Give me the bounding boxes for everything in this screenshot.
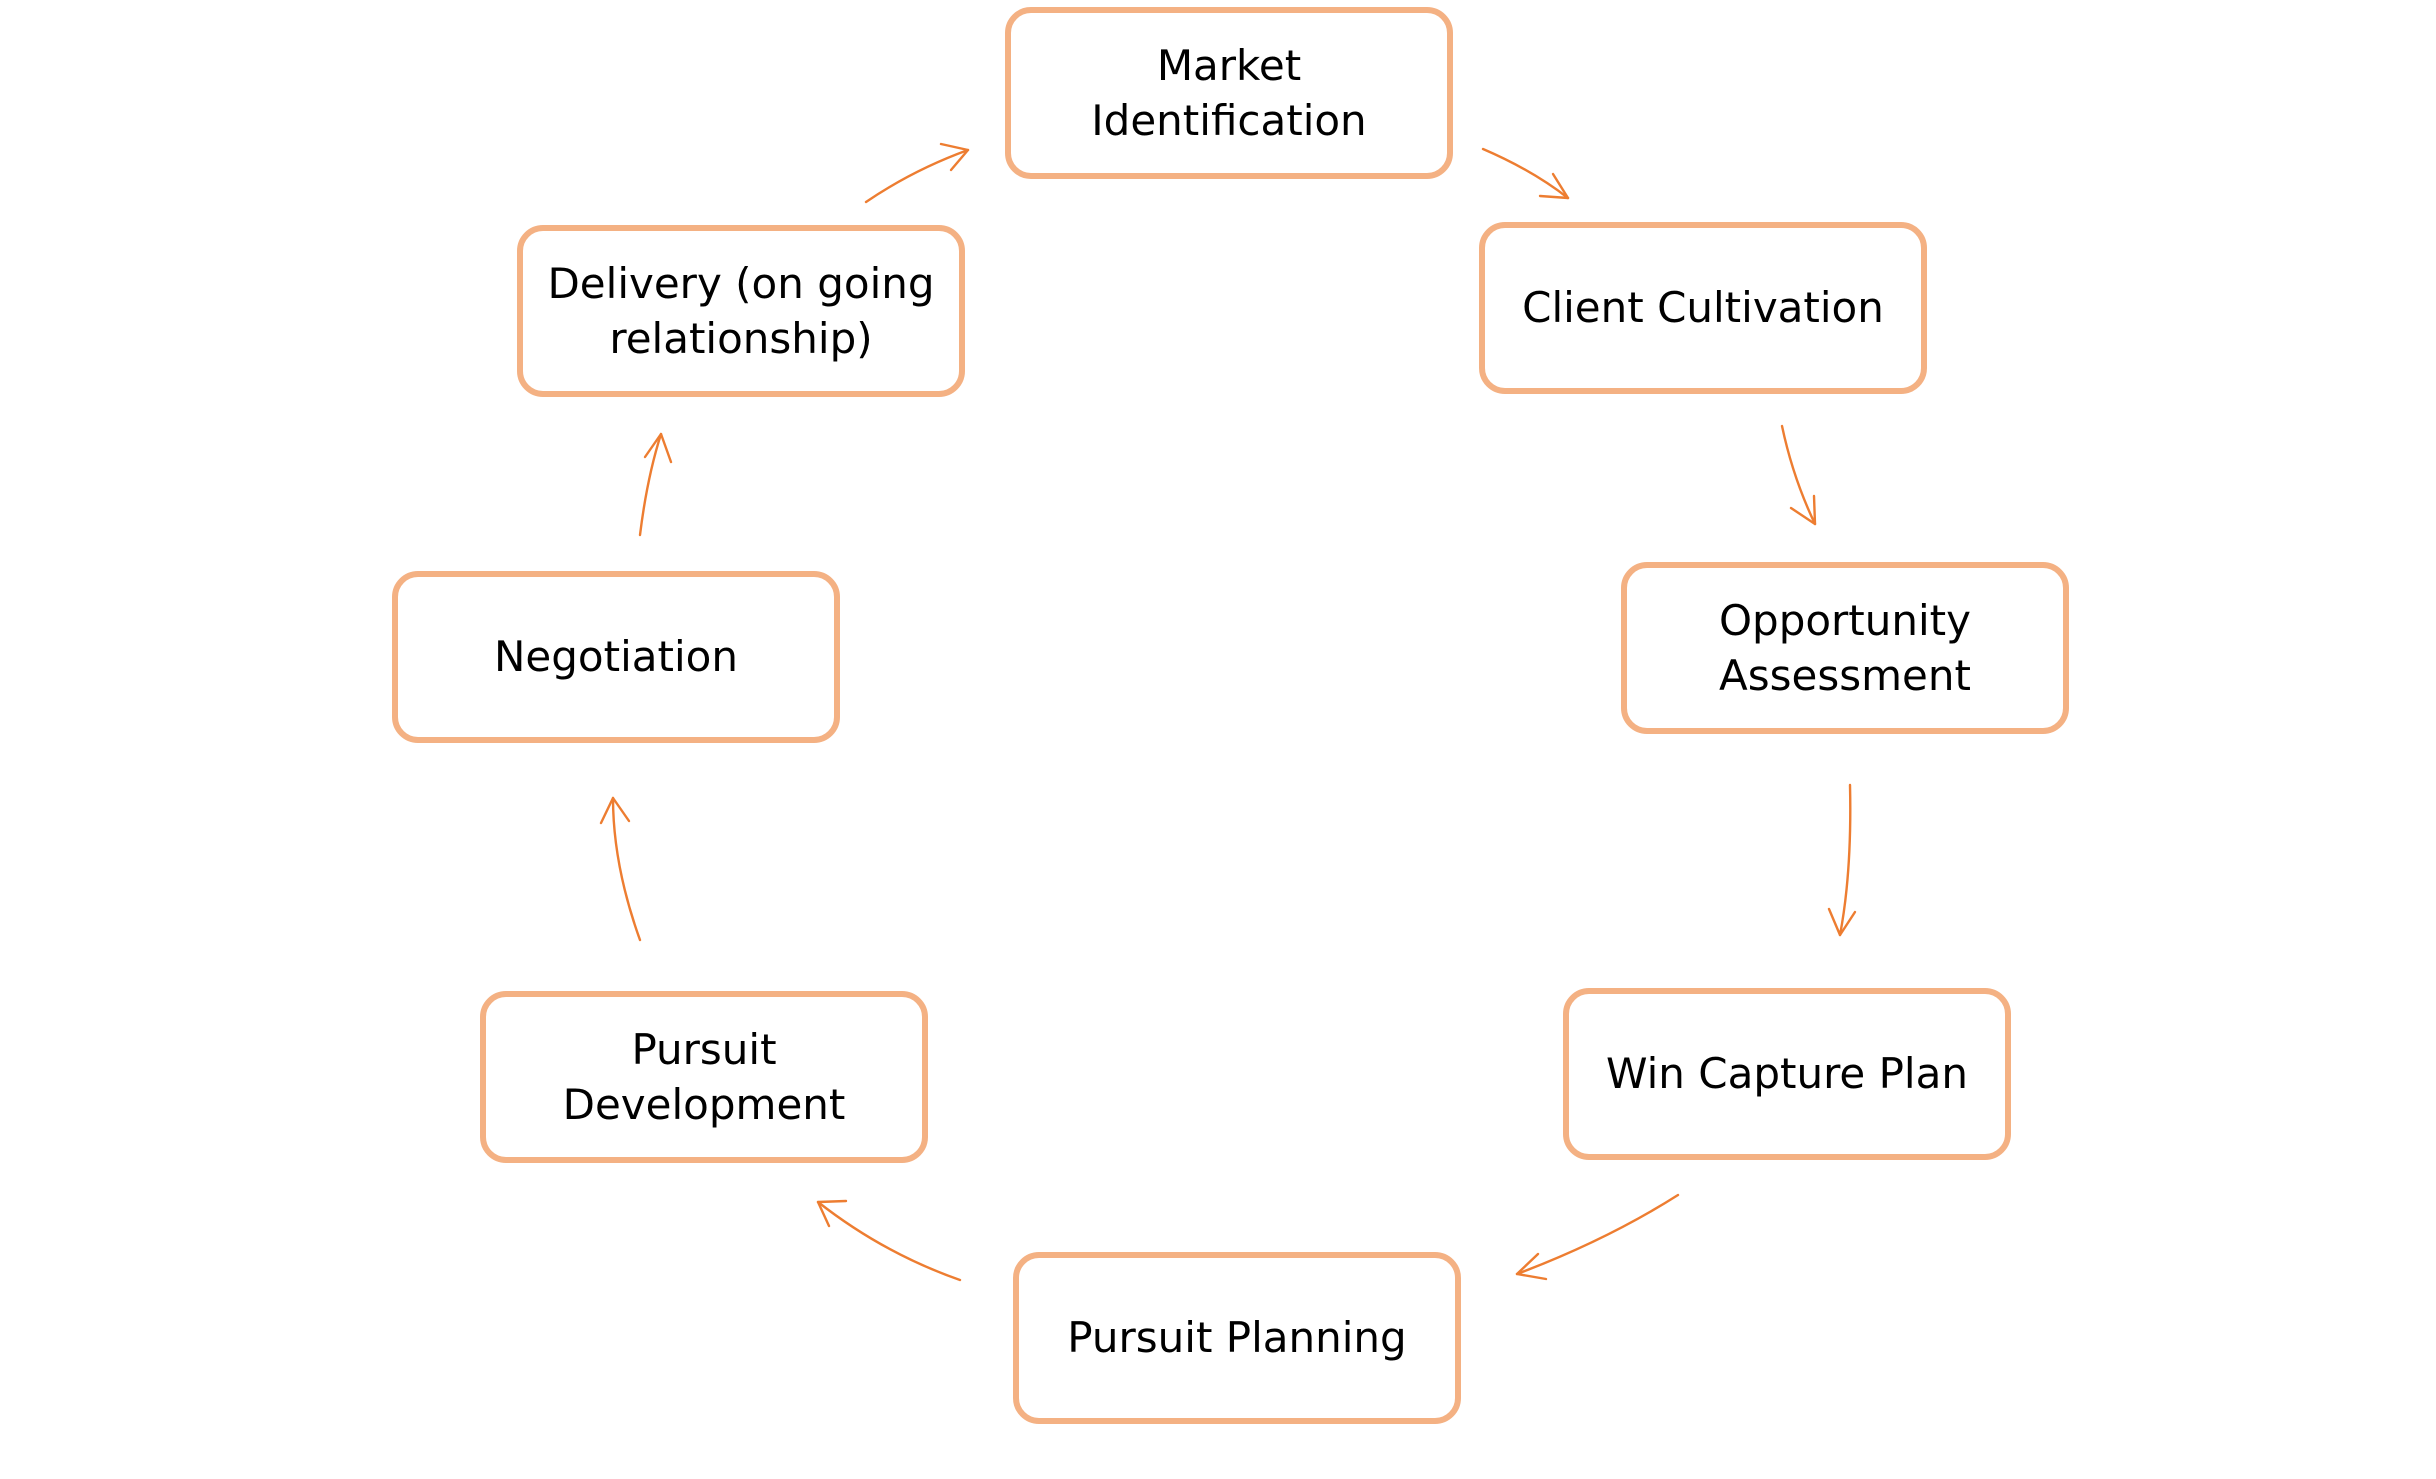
node-label: Delivery (on going relationship) [547,258,935,363]
node-client-cultivation: Client Cultivation [1479,222,1927,394]
node-label: Opportunity Assessment [1718,595,1972,700]
node-win-capture-plan: Win Capture Plan [1563,988,2011,1160]
arrow-market-to-client [1481,147,1570,200]
node-label: Pursuit Planning [1067,1313,1407,1363]
arrow-pursuitdevelopment-to-negotiation [599,796,642,942]
node-label: Market Identification [1091,40,1367,145]
node-delivery: Delivery (on going relationship) [517,225,965,397]
node-label: Pursuit Development [562,1024,846,1129]
arrow-negotiation-to-delivery [638,432,673,537]
arrow-delivery-to-market [864,142,970,204]
node-label: Negotiation [494,632,738,682]
arrow-client-to-opportunity [1780,424,1817,526]
node-label: Client Cultivation [1522,283,1884,333]
node-negotiation: Negotiation [392,571,840,743]
arrow-wincapture-to-pursuitplanning [1515,1193,1680,1281]
arrow-pursuitplanning-to-pursuitdevelopment [816,1199,962,1282]
node-label: Win Capture Plan [1606,1049,1968,1099]
arrow-opportunity-to-wincapture [1827,783,1857,937]
node-pursuit-planning: Pursuit Planning [1013,1252,1461,1424]
node-pursuit-development: Pursuit Development [480,991,928,1163]
node-opportunity-assessment: Opportunity Assessment [1621,562,2069,734]
node-market-identification: Market Identification [1005,7,1453,179]
